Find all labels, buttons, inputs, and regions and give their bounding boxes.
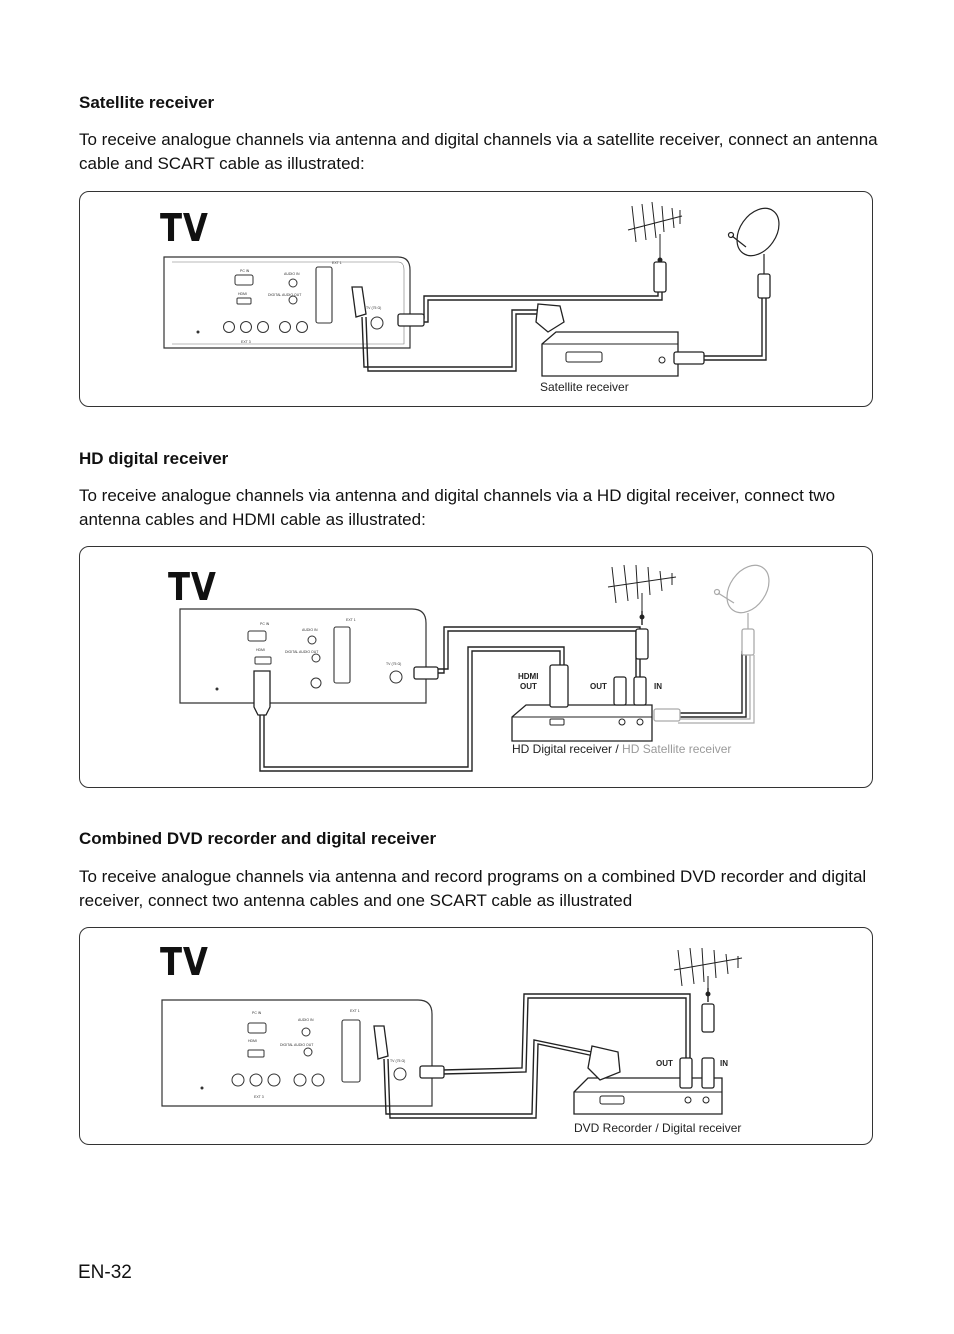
- antenna-plug-tv: [413, 666, 439, 680]
- label-digital-audio-out: DIGITAL AUDIO OUT: [280, 1043, 314, 1047]
- port-hdmi-label: HDMI: [518, 672, 538, 681]
- label-ext3: EXT 3: [254, 1095, 264, 1099]
- terrestrial-antenna-icon: [673, 947, 743, 1033]
- section-body-dvd: To receive analogue channels via antenna…: [79, 867, 867, 910]
- label-pc-in: PC IN: [240, 269, 250, 273]
- tv-label: TV: [160, 206, 209, 250]
- label-audio-in: AUDIO IN: [302, 628, 318, 632]
- label-ext3: EXT 3: [241, 340, 251, 344]
- caption-hd-digital: HD Digital receiver /: [512, 742, 619, 756]
- label-tv-antenna: TV (75 Ω): [390, 1059, 405, 1063]
- satellite-dish-icon: [678, 564, 770, 724]
- caption-hd-receiver: HD Digital receiver / HD Satellite recei…: [512, 742, 731, 756]
- label-ext1: EXT 1: [346, 618, 356, 622]
- port-in-label: IN: [720, 1059, 728, 1068]
- section-title-dvd: Combined DVD recorder and digital receiv…: [79, 829, 437, 848]
- port-hdmi-out-label: OUT: [520, 682, 537, 691]
- dvd-diagram-graphic: PC IN HDMI AUDIO IN DIGITAL AUDIO OUT EX…: [161, 947, 743, 1119]
- section-title-hd-digital: HD digital receiver: [79, 449, 229, 468]
- label-hdmi: HDMI: [256, 648, 265, 652]
- satellite-receiver-device: [541, 331, 705, 377]
- terrestrial-antenna-icon: [607, 564, 677, 660]
- label-hdmi: HDMI: [248, 1039, 257, 1043]
- caption-hd-satellite: HD Satellite receiver: [622, 742, 732, 756]
- dvd-recorder-device: OUT IN: [573, 1045, 728, 1115]
- terrestrial-antenna-icon: [627, 201, 683, 293]
- label-pc-in: PC IN: [252, 1011, 262, 1015]
- label-digital-audio-out: DIGITAL AUDIO OUT: [285, 650, 319, 654]
- scart-plug-tv: [351, 286, 367, 318]
- satellite-diagram-graphic: PC IN HDMI AUDIO IN DIGITAL AUDIO OUT EX…: [163, 201, 780, 377]
- hd-digital-diagram-graphic: PC IN HDMI AUDIO IN DIGITAL AUDIO OUT EX…: [179, 564, 770, 772]
- tv-back-panel: PC IN HDMI AUDIO IN DIGITAL AUDIO OUT EX…: [179, 608, 427, 704]
- hd-receiver-device: HDMI OUT OUT IN: [511, 664, 681, 742]
- hdmi-plug-tv: [253, 670, 271, 716]
- label-ext1: EXT 1: [332, 261, 342, 265]
- label-audio-in: AUDIO IN: [298, 1018, 314, 1022]
- section-title-satellite: Satellite receiver: [79, 93, 215, 112]
- label-pc-in: PC IN: [260, 622, 270, 626]
- port-in-label: IN: [654, 682, 662, 691]
- port-out-label: OUT: [656, 1059, 673, 1068]
- scart-plug-tv: [373, 1025, 389, 1060]
- diagram-satellite: TV PC IN HDMI AUDIO IN DIGITAL AUDIO OUT…: [79, 191, 873, 407]
- label-digital-audio-out: DIGITAL AUDIO OUT: [268, 293, 302, 297]
- section-body-satellite: To receive analogue channels via antenna…: [79, 130, 878, 173]
- label-audio-in: AUDIO IN: [284, 272, 300, 276]
- tv-label: TV: [160, 940, 209, 984]
- diagram-dvd: TV PC IN HDMI AUDIO IN DIGITAL AUDIO OUT…: [79, 927, 873, 1145]
- tv-back-panel: PC IN HDMI AUDIO IN DIGITAL AUDIO OUT EX…: [163, 256, 411, 349]
- tv-label: TV: [168, 565, 217, 609]
- scart-plug-receiver: [535, 303, 565, 333]
- section-body-hd-digital: To receive analogue channels via antenna…: [79, 486, 836, 529]
- diagram-hd-digital: TV PC IN HDMI AUDIO IN DIGITAL AUDIO OUT…: [79, 546, 873, 788]
- caption-satellite-receiver: Satellite receiver: [540, 380, 629, 394]
- label-hdmi: HDMI: [238, 292, 247, 296]
- label-tv-antenna: TV (75 Ω): [366, 306, 381, 310]
- satellite-dish-icon: [727, 207, 780, 299]
- tv-back-panel: PC IN HDMI AUDIO IN DIGITAL AUDIO OUT EX…: [161, 999, 433, 1107]
- port-out-label: OUT: [590, 682, 607, 691]
- antenna-plug-tv: [397, 313, 425, 327]
- label-tv-antenna: TV (75 Ω): [386, 662, 401, 666]
- caption-dvd-recorder: DVD Recorder / Digital receiver: [574, 1121, 742, 1135]
- page-number: EN-32: [78, 1262, 132, 1283]
- label-ext1: EXT 1: [350, 1009, 360, 1013]
- antenna-plug-tv: [419, 1065, 445, 1079]
